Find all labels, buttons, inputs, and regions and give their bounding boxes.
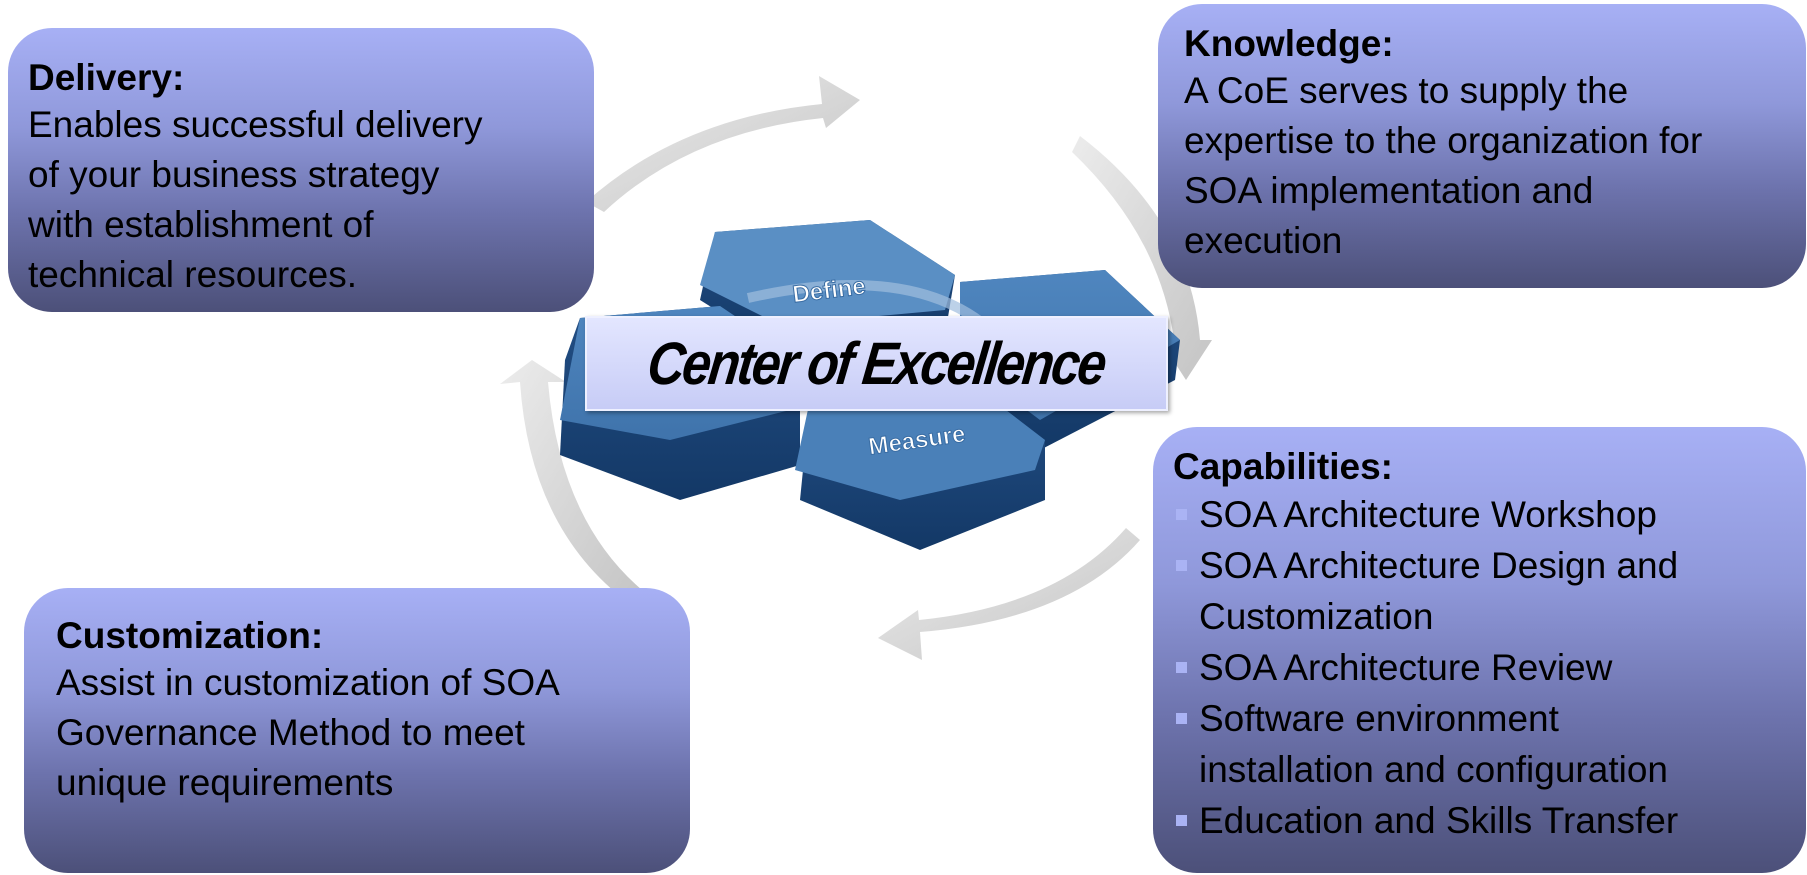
cycle-arrow-icon bbox=[1072, 136, 1212, 380]
customization-line: Assist in customization of SOA bbox=[56, 662, 560, 703]
capabilities-list: SOA Architecture Workshop SOA Architectu… bbox=[1173, 489, 1806, 846]
delivery-box: Delivery: Enables successful delivery of… bbox=[8, 28, 594, 312]
center-of-excellence-banner: Center of Excellence bbox=[585, 316, 1168, 411]
knowledge-box: Knowledge: A CoE serves to supply the ex… bbox=[1158, 4, 1806, 288]
delivery-line: of your business strategy bbox=[28, 154, 440, 195]
cycle-arrow-icon bbox=[586, 76, 860, 212]
cycle-arrow-icon bbox=[500, 360, 642, 604]
cycle-arrow-icon bbox=[878, 528, 1140, 660]
delivery-line: technical resources. bbox=[28, 254, 358, 295]
capability-item: SOA Architecture Workshop bbox=[1173, 489, 1806, 540]
customization-line: unique requirements bbox=[56, 762, 394, 803]
capability-item: Education and Skills Transfer bbox=[1173, 795, 1806, 846]
square-bullet-icon bbox=[1176, 713, 1187, 724]
square-bullet-icon bbox=[1176, 509, 1187, 520]
customization-title: Customization: bbox=[56, 615, 324, 656]
knowledge-title: Knowledge: bbox=[1184, 23, 1394, 64]
knowledge-line: execution bbox=[1184, 220, 1343, 261]
square-bullet-icon bbox=[1176, 560, 1187, 571]
square-bullet-icon bbox=[1176, 662, 1187, 673]
knowledge-line: expertise to the organization for bbox=[1184, 120, 1703, 161]
center-title: Center of Excellence bbox=[644, 330, 1109, 397]
capabilities-box: Capabilities: SOA Architecture Workshop … bbox=[1153, 427, 1806, 873]
capabilities-title: Capabilities: bbox=[1173, 446, 1393, 487]
knowledge-line: A CoE serves to supply the bbox=[1184, 70, 1629, 111]
customization-line: Governance Method to meet bbox=[56, 712, 525, 753]
customization-box: Customization: Assist in customization o… bbox=[24, 588, 690, 873]
delivery-line: Enables successful delivery bbox=[28, 104, 483, 145]
square-bullet-icon bbox=[1176, 815, 1187, 826]
delivery-line: with establishment of bbox=[28, 204, 374, 245]
knowledge-line: SOA implementation and bbox=[1184, 170, 1594, 211]
delivery-title: Delivery: bbox=[28, 57, 185, 98]
capability-item: SOA Architecture Design and Customizatio… bbox=[1173, 540, 1806, 642]
capability-item: SOA Architecture Review bbox=[1173, 642, 1806, 693]
capability-item: Software environment installation and co… bbox=[1173, 693, 1806, 795]
